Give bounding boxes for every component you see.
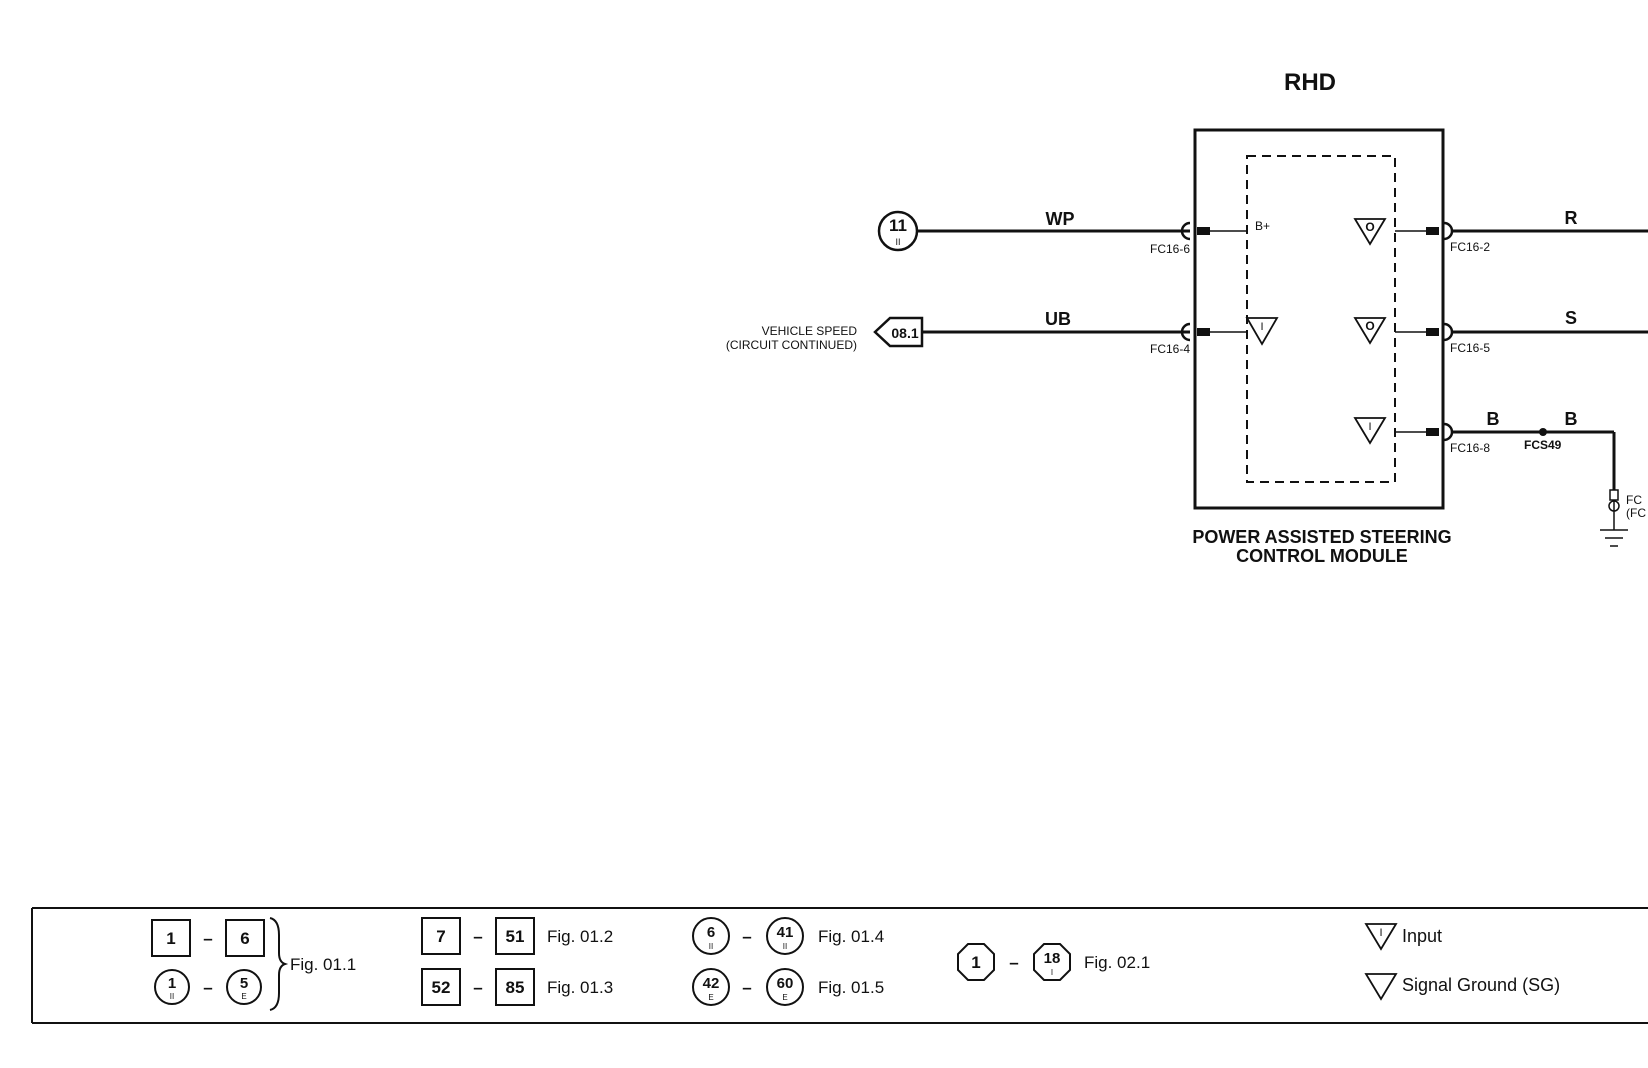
wire-color-label: WP	[1046, 209, 1075, 229]
svg-text:O: O	[1365, 319, 1374, 333]
legend-fig-01-2: 7 – 51 Fig. 01.2	[421, 917, 613, 955]
pin-label: FC16-8	[1450, 441, 1490, 455]
pin-terminal	[1197, 227, 1210, 235]
wire-color-label: B	[1487, 409, 1500, 429]
svg-text:–: –	[473, 978, 482, 997]
splice-label: FCS49	[1524, 438, 1562, 452]
module-name-line2: CONTROL MODULE	[1236, 546, 1408, 566]
off-page-note-1: VEHICLE SPEED	[762, 324, 858, 338]
svg-text:1: 1	[971, 953, 980, 972]
svg-text:E: E	[782, 993, 787, 1002]
svg-text:51: 51	[506, 927, 525, 946]
pin-label: FC16-5	[1450, 341, 1490, 355]
legend-fig-01-5: 42 E – 60 E Fig. 01.5	[692, 968, 884, 1006]
input-triangle-icon	[1245, 317, 1279, 346]
legend-input-symbol: I Input	[1364, 923, 1442, 951]
svg-text:Fig. 01.1: Fig. 01.1	[290, 955, 356, 974]
connector-pin	[1180, 322, 1191, 342]
pin-terminal	[1426, 428, 1439, 436]
connector-pin	[1443, 322, 1454, 342]
svg-text:18: 18	[1044, 950, 1061, 967]
wire-r[interactable]: O R FC16-2	[1353, 208, 1648, 254]
pin-terminal	[1197, 328, 1210, 336]
pin-terminal	[1426, 328, 1439, 336]
wire-wp[interactable]: 11 II WP FC16-6	[877, 209, 1247, 256]
svg-text:I: I	[1051, 968, 1053, 977]
output-triangle-icon	[1353, 218, 1387, 246]
connector-pin	[1180, 221, 1191, 241]
legend-fig-01-1: 1 – 6 1 II – 5 E Fig. 01.1	[151, 917, 356, 1011]
wire-color-label-2: B	[1565, 409, 1578, 429]
legend-fig-02-1: 1 – 18 I Fig. 02.1	[957, 943, 1150, 981]
svg-text:41: 41	[777, 924, 794, 941]
input-triangle-icon	[1353, 417, 1387, 445]
svg-text:–: –	[742, 927, 751, 946]
legend-panel: 1 – 6 1 II – 5 E Fig. 01.1 7 – 51 Fig. 0…	[31, 907, 1648, 1024]
pin-label: FC16-4	[1150, 342, 1190, 356]
input-triangle-icon	[1364, 923, 1398, 951]
ground-eyelet	[1609, 489, 1619, 501]
svg-text:I: I	[1368, 421, 1371, 433]
svg-text:60: 60	[777, 975, 794, 992]
svg-text:–: –	[473, 927, 482, 946]
pin-label: FC16-6	[1150, 242, 1190, 256]
svg-text:52: 52	[432, 978, 451, 997]
svg-text:–: –	[742, 978, 751, 997]
b-plus-label: B+	[1255, 219, 1270, 233]
svg-text:1: 1	[168, 975, 176, 992]
svg-text:I: I	[1379, 927, 1382, 939]
connector-ref-sub: II	[895, 237, 900, 247]
pin-terminal	[1426, 227, 1439, 235]
svg-text:Input: Input	[1402, 926, 1442, 946]
ground-label-2: (FC	[1626, 506, 1646, 520]
off-page-note-2: (CIRCUIT CONTINUED)	[726, 338, 857, 352]
svg-text:I: I	[1260, 321, 1263, 333]
svg-text:Signal Ground (SG): Signal Ground (SG)	[1402, 975, 1560, 995]
pin-label: FC16-2	[1450, 240, 1490, 254]
svg-text:II: II	[783, 942, 787, 951]
svg-text:7: 7	[436, 927, 445, 946]
svg-text:Fig. 01.2: Fig. 01.2	[547, 927, 613, 946]
svg-text:II: II	[709, 942, 713, 951]
diagram-title: RHD	[1284, 69, 1336, 96]
svg-text:85: 85	[506, 978, 525, 997]
wire-color-label: UB	[1045, 309, 1071, 329]
svg-text:5: 5	[240, 975, 248, 992]
legend-fig-01-3: 52 – 85 Fig. 01.3	[421, 968, 613, 1006]
connector-ref-number: 11	[889, 216, 907, 235]
module-name-line1: POWER ASSISTED STEERING	[1192, 527, 1451, 547]
legend-fig-01-4: 6 II – 41 II Fig. 01.4	[692, 917, 884, 955]
connector-pin	[1443, 221, 1454, 241]
ground-label-1: FC	[1626, 493, 1642, 507]
svg-text:II: II	[170, 992, 174, 1001]
svg-text:–: –	[203, 929, 212, 948]
wire-s[interactable]: O S FC16-5	[1353, 308, 1648, 355]
connector-pin	[1443, 422, 1454, 442]
svg-text:1: 1	[166, 929, 175, 948]
svg-text:Fig. 02.1: Fig. 02.1	[1084, 953, 1150, 972]
wire-color-label: R	[1565, 208, 1578, 228]
module-outline	[1193, 128, 1445, 510]
legend-signal-ground-symbol: Signal Ground (SG)	[1364, 973, 1560, 1001]
svg-text:E: E	[708, 993, 713, 1002]
power-steering-module[interactable]: B+	[1193, 128, 1445, 510]
svg-text:E: E	[241, 992, 246, 1001]
output-triangle-icon	[1353, 317, 1387, 345]
svg-text:–: –	[1009, 953, 1018, 972]
signal-ground-triangle-icon	[1364, 973, 1398, 1001]
wire-color-label: S	[1565, 308, 1577, 328]
svg-text:6: 6	[240, 929, 249, 948]
svg-text:–: –	[203, 978, 212, 997]
svg-text:42: 42	[703, 975, 720, 992]
svg-text:Fig. 01.3: Fig. 01.3	[547, 978, 613, 997]
svg-text:Fig. 01.5: Fig. 01.5	[818, 978, 884, 997]
splice-dot	[1539, 428, 1547, 436]
svg-text:Fig. 01.4: Fig. 01.4	[818, 927, 884, 946]
svg-text:O: O	[1365, 220, 1374, 234]
wire-ub[interactable]: 08.1 VEHICLE SPEED (CIRCUIT CONTINUED) U…	[726, 309, 1279, 356]
svg-text:6: 6	[707, 924, 715, 941]
wire-b-ground[interactable]: I B B FC16-8 FCS49 FC (FC	[1353, 409, 1646, 547]
off-page-ref: 08.1	[891, 325, 918, 341]
